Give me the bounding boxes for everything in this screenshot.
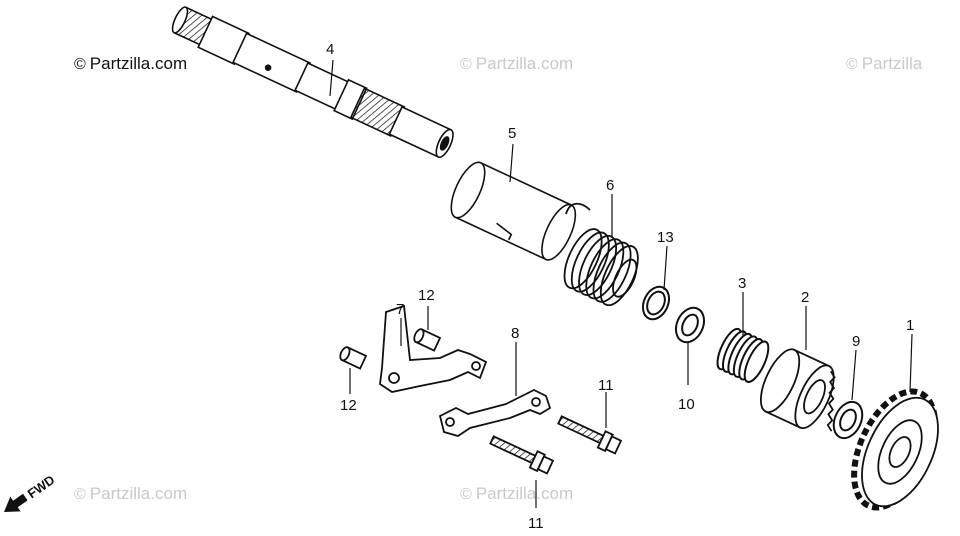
callout-12-lower: 12	[340, 397, 357, 414]
fwd-label: FWD	[25, 472, 58, 501]
stopper-plate	[379, 304, 488, 393]
return-spring	[563, 202, 639, 307]
watermark-top-center: ©Partzilla.com	[460, 54, 574, 73]
dowel-pin-upper	[413, 328, 442, 352]
callout-10: 10	[678, 396, 695, 413]
callout-5: 5	[508, 125, 516, 142]
leader-lines	[329, 59, 913, 508]
callout-1: 1	[906, 317, 914, 334]
watermark-bottom-center: ©Partzilla.com	[460, 484, 574, 503]
callout-11-upper: 11	[598, 377, 614, 394]
thrust-washer	[674, 306, 706, 344]
callout-2: 2	[801, 289, 809, 306]
flange-bolt-upper	[557, 415, 623, 455]
flange-bolt-lower	[489, 435, 555, 475]
callout-11-lower: 11	[528, 515, 544, 532]
callout-9: 9	[852, 333, 860, 350]
dowel-pin-lower	[339, 346, 368, 370]
callout-7: 7	[396, 301, 404, 318]
callout-4: 4	[326, 41, 334, 58]
ratchet-washer	[832, 400, 864, 440]
watermark-top-left: ©Partzilla.com	[74, 54, 188, 73]
circlip	[641, 285, 671, 321]
callout-12-upper: 12	[418, 287, 435, 304]
watermark-top-right: ©Partzilla	[846, 54, 923, 73]
watermark-bottom-left: ©Partzilla.com	[74, 484, 188, 503]
callout-8: 8	[511, 325, 519, 342]
callout-13: 13	[657, 229, 674, 246]
callout-6: 6	[606, 177, 614, 194]
kick-starter-spindle	[171, 6, 454, 159]
forward-direction-arrow: FWD	[4, 472, 58, 512]
starter-ratchet	[759, 348, 836, 432]
kick-starter-gear	[851, 388, 939, 511]
guide-plate	[438, 388, 552, 437]
ratchet-spring	[716, 327, 770, 383]
callout-3: 3	[738, 275, 746, 292]
spring-collar	[450, 161, 577, 261]
